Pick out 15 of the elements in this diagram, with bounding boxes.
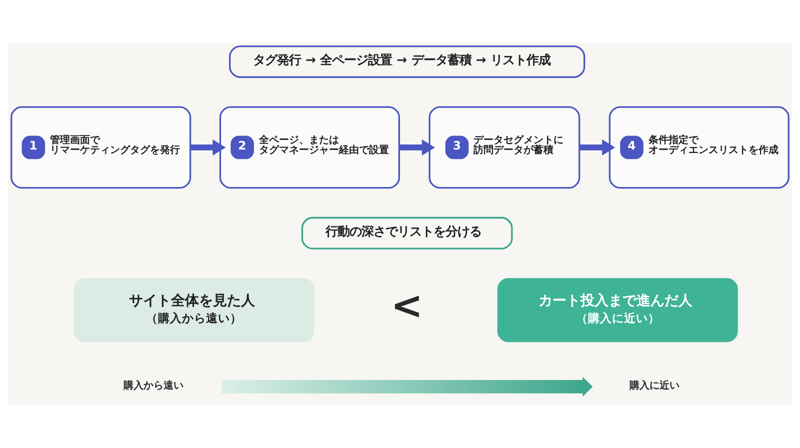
node-box: 行動の深さでリストを分ける: [301, 216, 513, 250]
node-box: タグ発行 → 全ページ設置 → データ蓄積 → リスト作成: [228, 46, 586, 78]
label: 購入に近い: [630, 380, 680, 392]
label: 購入から遠い: [124, 380, 184, 392]
node-box: 1 管理画面でリマーケティングタグを発行: [10, 106, 192, 189]
node-box: カート投入まで進んだ人 （購入に近い）: [497, 278, 738, 342]
node-box: 2 全ページ、またはタグマネージャー経由で設置: [219, 106, 400, 189]
node-box: サイト全体を見た人 （購入から遠い）: [74, 278, 314, 342]
node-box: 3 データセグメントに訪問データが蓄積: [428, 106, 580, 189]
arrow: [399, 139, 435, 156]
node-arrow: [222, 376, 593, 397]
arrow: [190, 139, 226, 156]
node-box: 4 条件指定でオーディエンスリストを作成: [608, 106, 790, 189]
arrow: [579, 139, 616, 156]
label: <: [390, 284, 423, 329]
